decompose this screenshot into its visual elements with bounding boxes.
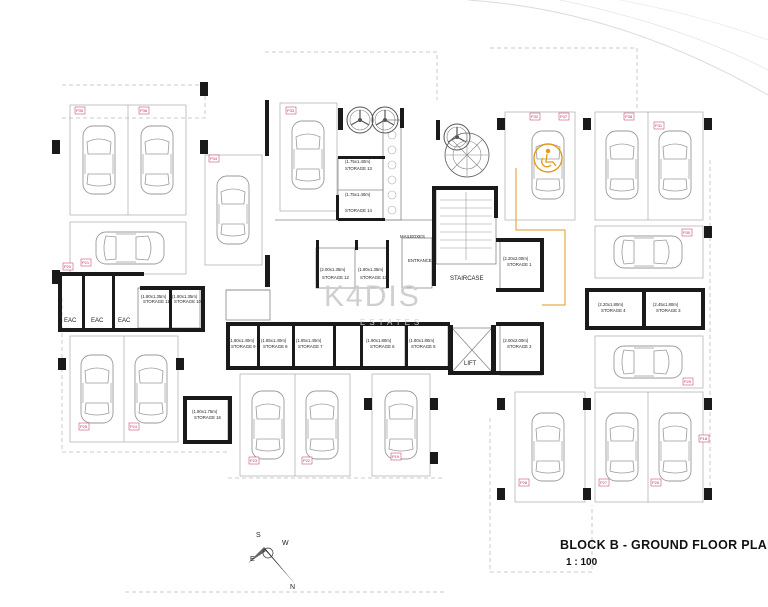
plan-title: BLOCK B - GROUND FLOOR PLAN [560, 538, 768, 552]
room-dim: (1.80x1.75m) [192, 409, 218, 414]
room-dim: (1.75x1.40m) [345, 192, 371, 197]
compass-icon: S W E N [248, 532, 296, 591]
parking-tag-box [623, 112, 635, 121]
parking-tag-box [529, 112, 541, 121]
room-name: STORAGE 4 [601, 308, 626, 313]
plan-scale: 1 : 100 [566, 557, 598, 568]
parking-tag: P38 [625, 114, 633, 119]
parking-tag-box [301, 456, 313, 465]
parking-tag: P24 [130, 424, 138, 429]
room-dim: (1.80x1.35m) [172, 294, 198, 299]
parking-tag-box [558, 112, 570, 121]
parking-tag-box [62, 262, 74, 271]
room-name: STORAGE 5 [411, 344, 436, 349]
room-dim: (1.75x1.40m) [345, 159, 371, 164]
parking-tag-box [248, 456, 260, 465]
compass-west: W [282, 540, 289, 547]
room-name: STORAGE 3 [656, 308, 681, 313]
compass-north: N [290, 584, 295, 591]
eac-label: EAC [91, 318, 104, 324]
room-name: STORAGE 1 [507, 262, 532, 267]
room-dim: (1.90x1.80m) [366, 338, 392, 343]
parking-tag: P23 [250, 458, 258, 463]
room-name: STORAGE 6 [370, 344, 395, 349]
room-dim: (2.45x1.80m) [653, 302, 679, 307]
parking-tag: P29 [684, 379, 692, 384]
room-dim: (2.00x2.00m) [503, 338, 529, 343]
entrance-label: ENTRANCE [408, 258, 432, 263]
parking-tag-box [390, 452, 402, 461]
parking-tag: P30 [683, 230, 691, 235]
room-dim: (1.80x1.80m) [409, 338, 435, 343]
eac-label: EAC [118, 318, 131, 324]
parking-tag: P27 [600, 480, 608, 485]
room-name: STORAGE 8 [263, 344, 288, 349]
room-name: STORAGE 2 [507, 344, 532, 349]
fan-icon [443, 123, 471, 151]
parking-tag: P35 [76, 108, 84, 113]
room-name: STORAGE 14 [345, 208, 373, 213]
parking-tag: P19 [392, 454, 400, 459]
room-dim: (2.20x2.00m) [503, 256, 529, 261]
parking-tag: P31 [655, 123, 663, 128]
room-name: STORAGE 7 [298, 344, 323, 349]
parking-tag: P36 [140, 108, 148, 113]
parking-tag: P18 [700, 436, 708, 441]
room-name: STORAGE 10 [174, 299, 202, 304]
watermark-sub: ESTATES [360, 318, 423, 327]
parking-tag-box [681, 228, 693, 237]
parking-tag: P34 [210, 156, 218, 161]
parking-tag: P33 [287, 108, 295, 113]
room-dim: (1.80x1.35m) [358, 267, 384, 272]
room-name: STORAGE 13 [360, 275, 388, 280]
room-name: STORAGE 16 [194, 415, 222, 420]
parking-tag-box [285, 106, 297, 115]
room-name: STORAGE 12 [322, 275, 350, 280]
parking-tag: P22 [303, 458, 311, 463]
room-dim: (2.00x1.35m) [320, 267, 346, 272]
eac-label: EAC [64, 318, 77, 324]
parking-tag-box [653, 121, 665, 130]
parking-tag-box [650, 478, 662, 487]
parking-tag: P25 [80, 424, 88, 429]
parking-tag: P37 [560, 114, 568, 119]
parking-tag-box [518, 478, 530, 487]
parking-tag-box [74, 106, 86, 115]
compass-east: E [250, 556, 255, 563]
parking-tag: P32 [531, 114, 539, 119]
room-dim: (1.80x1.35m) [141, 294, 167, 299]
room-dim: (2.20x1.80m) [598, 302, 624, 307]
parking-tag-box [698, 434, 710, 443]
parking-tag-box [682, 377, 694, 386]
staircase-label: STAIRCASE [450, 276, 484, 282]
wheelchair-icon [541, 148, 557, 168]
parking-tag: P28 [520, 480, 528, 485]
parking-tag-box [78, 422, 90, 431]
mailboxes-label: MAILBOXES [400, 234, 425, 239]
parking-tag: P26 [652, 480, 660, 485]
parking-tag-box [598, 478, 610, 487]
parking-tag-box [138, 106, 150, 115]
watermark-logo: K4DIS [324, 280, 421, 313]
room-name: STORAGE 11 [143, 299, 170, 304]
compass-south: S [256, 532, 261, 539]
parking-tag-box [80, 258, 92, 267]
room-dim: (1.80x1.40m) [229, 338, 255, 343]
parking-tag-box [128, 422, 140, 431]
room-dim: (1.85x1.40m) [296, 338, 322, 343]
lift-label: LIFT [464, 361, 477, 367]
parking-tag-box [208, 154, 220, 163]
room-name: STORAGE 13 [345, 166, 373, 171]
parking-tag: P20 [64, 264, 72, 269]
room-dim: (1.85x1.40m) [261, 338, 287, 343]
room-name: STORAGE 9 [231, 344, 256, 349]
parking-tag: P21 [82, 260, 90, 265]
